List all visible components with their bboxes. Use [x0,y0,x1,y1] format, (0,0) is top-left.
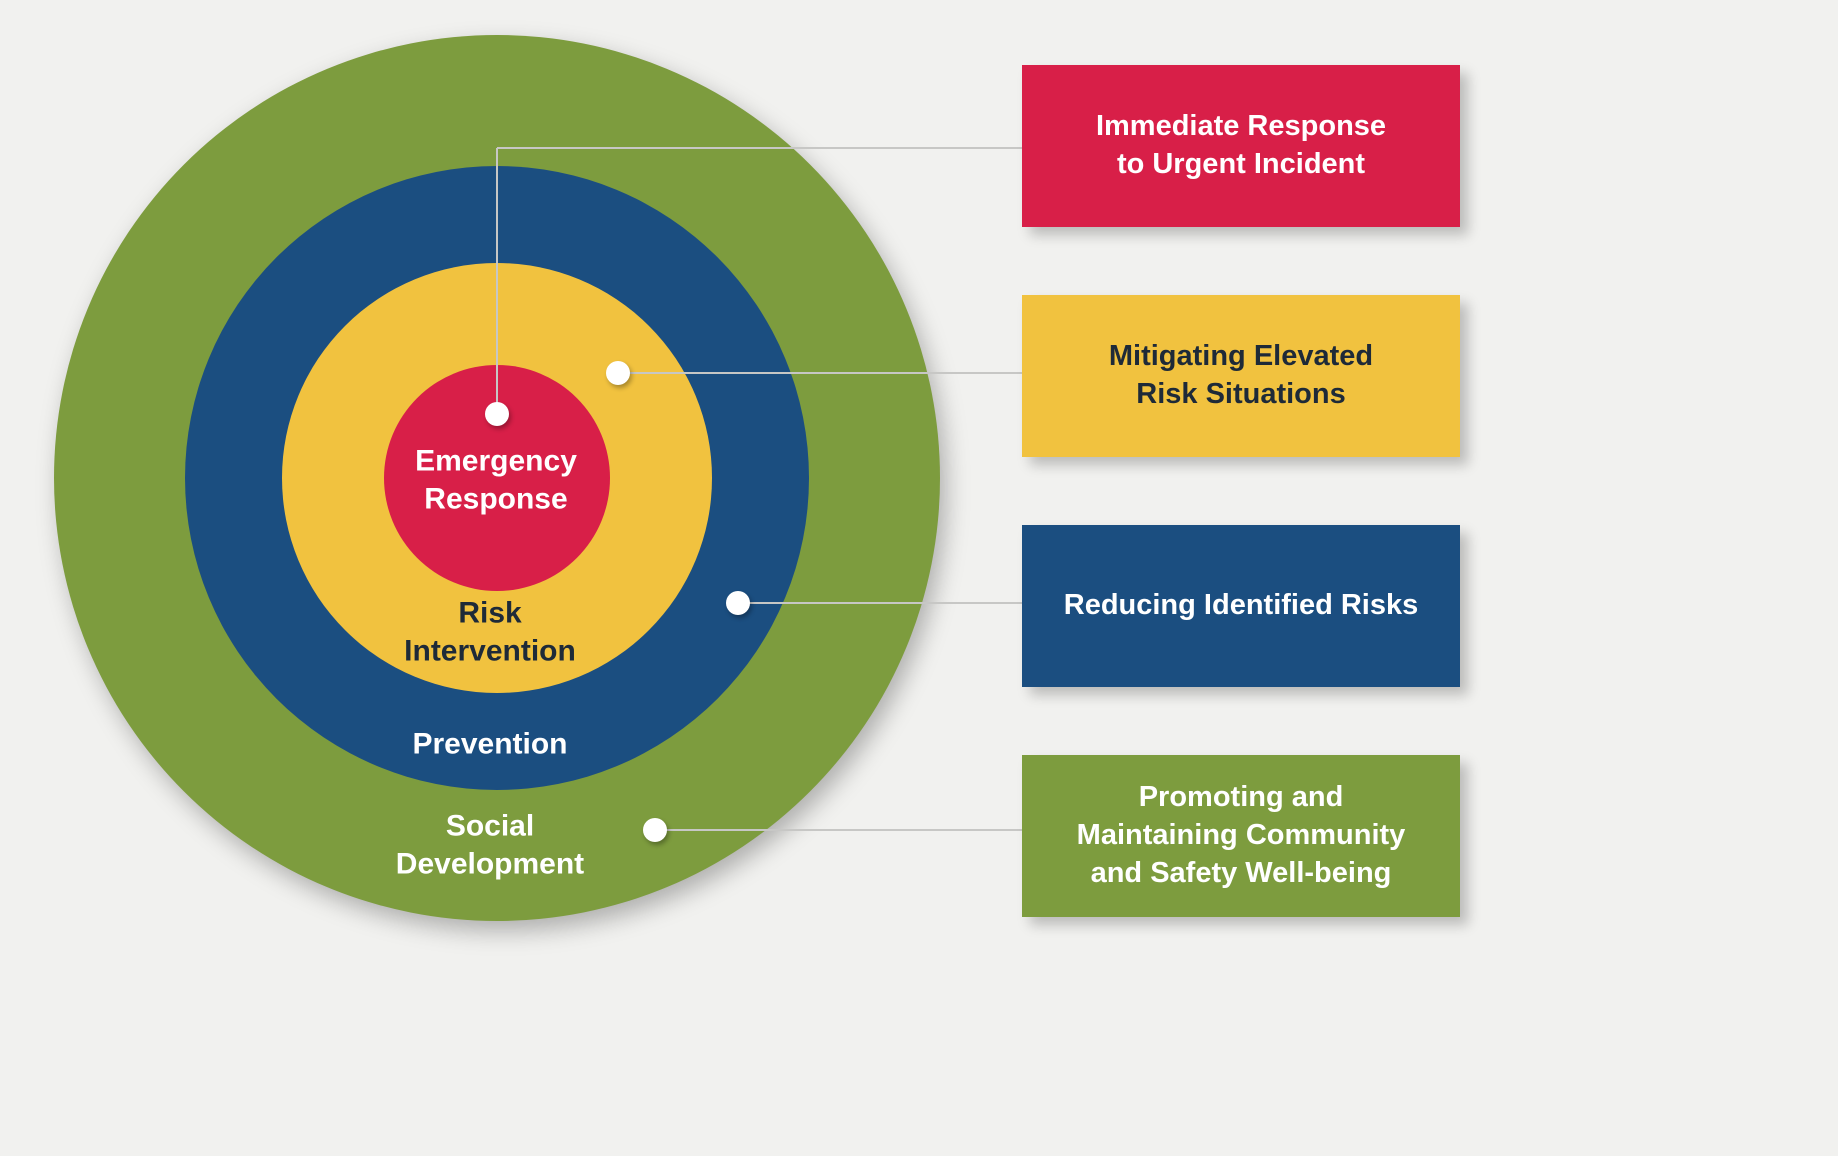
connector-dot-prevention [726,591,750,615]
ring-label-prevention: Prevention [412,727,568,761]
callout-promoting-wellbeing: Promoting and Maintaining Community and … [1022,755,1460,917]
callout-mitigating-risk-label: Mitigating Elevated Risk Situations [1108,340,1374,410]
connector-line-emergency-vertical [496,148,498,416]
callout-reducing-risks-label: Reducing Identified Risks [1063,589,1419,622]
ring-label-emergency-response: Emergency Response [415,444,577,516]
connector-dot-emergency-response [485,402,509,426]
callout-mitigating-risk: Mitigating Elevated Risk Situations [1022,295,1460,457]
callout-immediate-response-label: Immediate Response to Urgent Incident [1095,110,1387,180]
connector-line-risk-horizontal [618,372,1024,374]
connector-line-emergency-horizontal [497,147,1024,149]
ring-label-risk-intervention: Risk Intervention [404,596,576,668]
callout-promoting-wellbeing-label: Promoting and Maintaining Community and … [1076,781,1406,889]
callout-reducing-risks: Reducing Identified Risks [1022,525,1460,687]
connector-line-prevention-horizontal [738,602,1024,604]
connector-dot-risk-intervention [606,361,630,385]
connector-dot-social-development [643,818,667,842]
connector-line-social-horizontal [655,829,1024,831]
callout-immediate-response: Immediate Response to Urgent Incident [1022,65,1460,227]
ring-label-social-development: Social Development [395,809,585,881]
